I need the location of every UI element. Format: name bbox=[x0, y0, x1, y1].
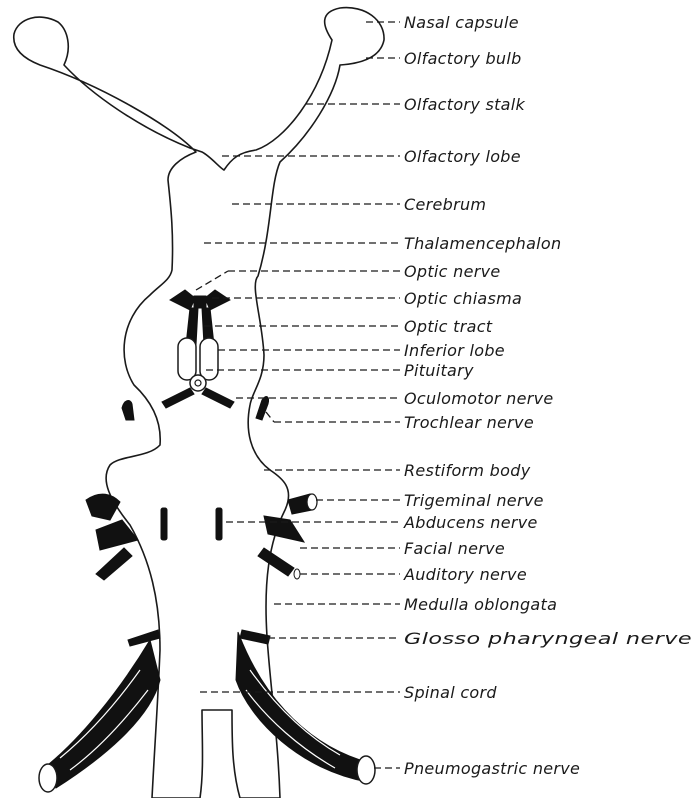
label-facial-nerve: Facial nerve bbox=[404, 539, 505, 558]
labels: Nasal capsule Olfactory bulb Olfactory s… bbox=[403, 13, 692, 778]
label-nasal-capsule: Nasal capsule bbox=[404, 13, 519, 32]
label-inferior-lobe: Inferior lobe bbox=[404, 341, 505, 360]
label-auditory-nerve: Auditory nerve bbox=[403, 565, 527, 584]
label-thalamencephalon: Thalamencephalon bbox=[404, 234, 561, 253]
label-optic-chiasma: Optic chiasma bbox=[404, 289, 522, 308]
label-spinal-cord: Spinal cord bbox=[404, 683, 497, 702]
label-cerebrum: Cerebrum bbox=[404, 195, 486, 214]
pituitary bbox=[190, 375, 206, 391]
label-pneumogastric-nerve: Pneumogastric nerve bbox=[404, 759, 580, 778]
label-abducens-nerve: Abducens nerve bbox=[403, 513, 538, 532]
label-olfactory-lobe: Olfactory lobe bbox=[404, 147, 521, 166]
label-trochlear-nerve: Trochlear nerve bbox=[404, 413, 534, 432]
label-pituitary: Pituitary bbox=[404, 361, 474, 380]
label-optic-tract: Optic tract bbox=[404, 317, 493, 336]
label-medulla-oblongata: Medulla oblongata bbox=[404, 595, 557, 614]
label-trigeminal-nerve: Trigeminal nerve bbox=[404, 491, 544, 510]
label-oculomotor-nerve: Oculomotor nerve bbox=[404, 389, 554, 408]
label-olfactory-bulb: Olfactory bulb bbox=[404, 49, 522, 68]
brain-outline bbox=[14, 8, 384, 798]
label-optic-nerve: Optic nerve bbox=[404, 262, 501, 281]
label-olfactory-stalk: Olfactory stalk bbox=[404, 95, 526, 114]
label-restiform-body: Restiform body bbox=[404, 461, 531, 480]
label-glossopharyngeal-nerve: Glosso pharyngeal nerve bbox=[404, 629, 692, 648]
